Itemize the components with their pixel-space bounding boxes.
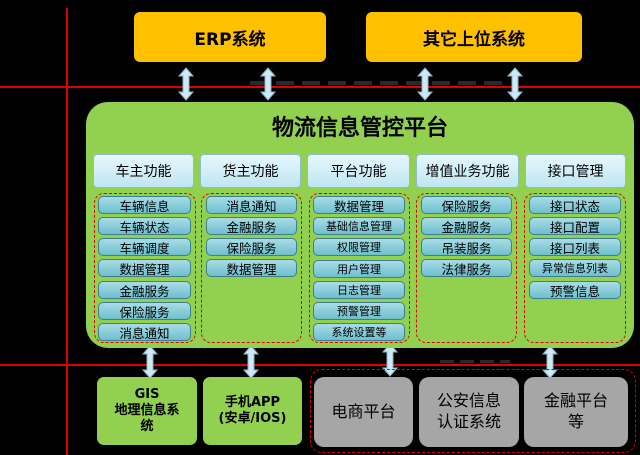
list-item: 预警管理 (313, 302, 405, 320)
arrow-app (243, 345, 259, 379)
group-interface (524, 193, 626, 343)
group-platform (309, 193, 410, 343)
police-auth-system-box: 公安信息 认证系统 (419, 377, 519, 447)
list-item: 异常信息列表 (529, 259, 621, 277)
column-header-vehicle-owner: 车主功能 (93, 154, 194, 188)
ecommerce-label: 电商平台 (331, 401, 396, 421)
group-external-platforms (310, 369, 636, 453)
finance-label-line1: 金融平台 (543, 391, 608, 411)
list-item: 接口配置 (529, 217, 621, 235)
police-label-line1: 公安信息 (436, 391, 501, 411)
police-label-line2: 认证系统 (436, 412, 501, 431)
list-item: 金融服务 (421, 217, 512, 235)
list-item: 保险服务 (206, 238, 297, 256)
list-item: 吊装服务 (421, 238, 512, 256)
list-item: 车辆信息 (98, 196, 191, 214)
finance-label-line2: 等 (567, 412, 584, 431)
list-item: 接口状态 (529, 196, 621, 214)
arrow-erp-left (178, 67, 194, 101)
list-item: 金融服务 (98, 281, 191, 299)
arrow-erp-right (260, 67, 276, 101)
other-system-label: 其它上位系统 (423, 29, 525, 50)
group-vehicle-owner (94, 193, 196, 343)
bottom-red-line (0, 364, 640, 366)
arrow-gis (142, 345, 158, 379)
list-item: 车辆状态 (98, 217, 191, 235)
column-header-cargo-owner: 货主功能 (200, 154, 301, 188)
list-item: 消息通知 (206, 196, 297, 214)
list-item: 消息通知 (98, 323, 191, 341)
left-red-line (66, 8, 68, 455)
erp-system-box: ERP系统 (134, 12, 326, 62)
list-item: 接口列表 (529, 238, 621, 256)
column-header-platform: 平台功能 (307, 154, 410, 188)
group-value-added (416, 193, 517, 343)
list-item: 保险服务 (98, 302, 191, 320)
list-item: 日志管理 (313, 281, 405, 299)
arrow-other-left (417, 67, 433, 101)
gis-label-line1: GIS (134, 386, 160, 402)
gis-system-box: GIS 地理信息系 统 (97, 377, 197, 445)
mobile-app-box: 手机APP (安卓/IOS) (203, 377, 302, 445)
erp-system-label: ERP系统 (194, 29, 266, 50)
list-item: 权限管理 (313, 238, 405, 256)
gis-label-line2: 地理信息系 (114, 402, 180, 418)
list-item: 基础信息管理 (313, 217, 405, 235)
finance-platform-box: 金融平台 等 (524, 377, 628, 447)
platform-title: 物流信息管控平台 (271, 116, 448, 141)
list-item: 法律服务 (421, 259, 512, 277)
list-item: 数据管理 (206, 259, 297, 277)
other-system-box: 其它上位系统 (366, 12, 582, 62)
list-item: 用户管理 (313, 260, 405, 278)
top-line-marks (250, 81, 510, 85)
list-item: 车辆调度 (98, 238, 191, 256)
list-item: 数据管理 (98, 259, 191, 277)
list-item: 保险服务 (421, 196, 512, 214)
group-cargo-owner (201, 193, 302, 343)
app-label-line2: (安卓/IOS) (218, 411, 287, 426)
gis-label-line3: 统 (140, 419, 154, 435)
app-label-line1: 手机APP (224, 394, 281, 410)
list-item: 系统设置等 (313, 323, 405, 341)
ecommerce-platform-box: 电商平台 (314, 377, 413, 447)
arrow-other-right (507, 67, 523, 101)
column-header-value-added: 增值业务功能 (416, 154, 519, 188)
column-header-interface: 接口管理 (525, 154, 626, 188)
top-red-line (0, 86, 640, 88)
list-item: 数据管理 (313, 196, 405, 214)
list-item: 金融服务 (206, 217, 297, 235)
bottom-line-marks (440, 360, 510, 363)
list-item: 预警信息 (529, 281, 621, 299)
